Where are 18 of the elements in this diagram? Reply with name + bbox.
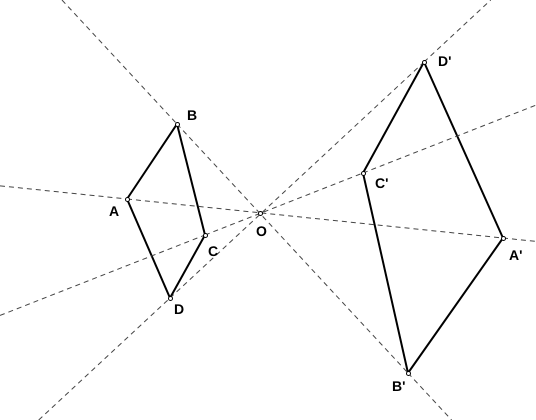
- segment: [169, 234, 206, 298]
- point-label: D: [174, 302, 184, 317]
- segment: [126, 198, 171, 298]
- construction-line: [204, 172, 364, 236]
- point-label: C: [208, 244, 218, 259]
- point-label: D': [438, 54, 452, 69]
- point-label: C': [375, 176, 388, 191]
- point-label: B': [392, 379, 406, 394]
- construction-line: [170, 62, 424, 298]
- point-label: O: [256, 224, 267, 239]
- segment: [407, 237, 504, 374]
- point-label: B: [187, 108, 198, 123]
- segment: [423, 62, 504, 238]
- segment: [126, 123, 178, 200]
- segment: [362, 62, 425, 174]
- construction-line: [176, 124, 408, 374]
- point-label: A': [509, 248, 522, 263]
- point-label: A: [109, 204, 120, 219]
